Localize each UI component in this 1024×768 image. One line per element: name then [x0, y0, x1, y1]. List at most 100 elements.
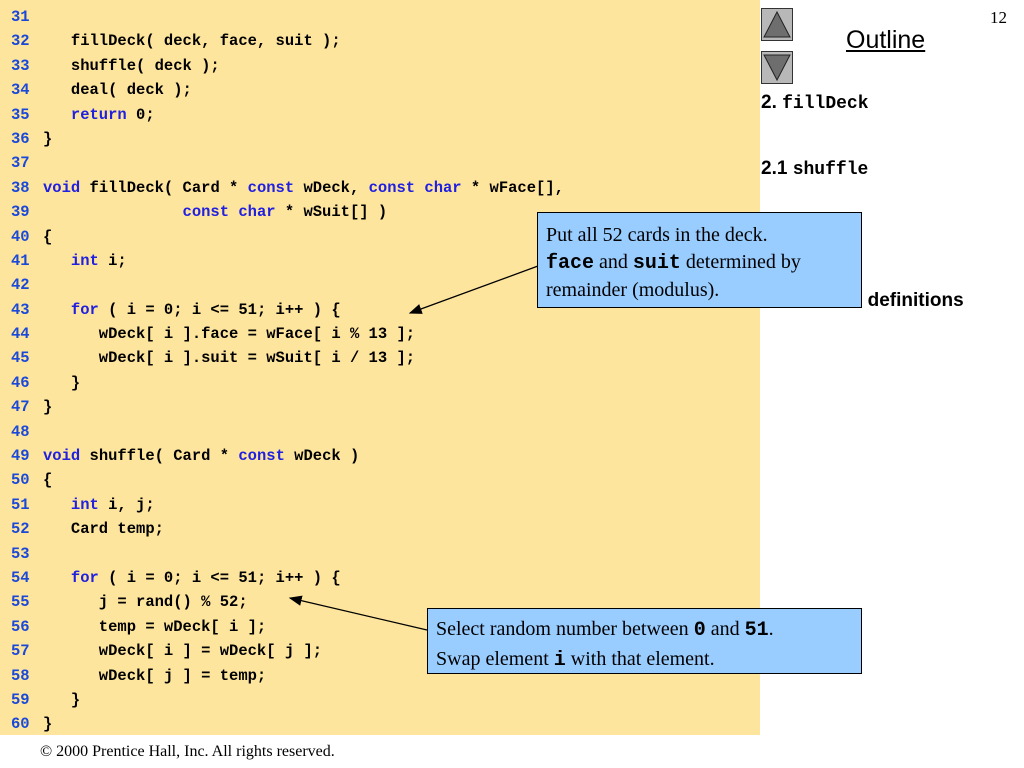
code-segment: wDeck[ j ] = temp; — [43, 666, 267, 685]
line-number: 51 — [11, 495, 30, 514]
code-text: { — [43, 228, 52, 246]
code-line: 58 wDeck[ j ] = temp; — [11, 664, 564, 688]
keyword: void — [43, 178, 81, 197]
line-number: 44 — [11, 325, 30, 344]
code-line: 55 j = rand() % 52; — [11, 590, 564, 614]
callout-text: . — [768, 618, 774, 640]
code-segment: } — [43, 715, 53, 734]
code-line: 36} — [11, 127, 564, 151]
line-number: 57 — [11, 642, 30, 661]
code-segment: fillDeck( Card * — [80, 178, 248, 197]
previous-slide-button[interactable] — [761, 8, 793, 41]
outline-item-shuffle: 2.1 shuffle — [761, 158, 868, 180]
code-line: 33 shuffle( deck ); — [11, 54, 564, 78]
line-number: 52 — [11, 520, 30, 539]
triangle-up-icon — [763, 10, 791, 38]
code-segment: * wSuit[] ) — [275, 203, 388, 222]
line-number: 54 — [11, 568, 30, 587]
line-number: 48 — [11, 422, 30, 441]
code-segment: shuffle( deck ); — [43, 56, 220, 75]
code-text: Card temp; — [43, 520, 164, 538]
keyword: for — [70, 300, 99, 319]
code-line: 44 wDeck[ i ].face = wFace[ i % 13 ]; — [11, 322, 564, 346]
code-line: 40 { — [11, 225, 564, 249]
line-number: 43 — [11, 300, 30, 319]
code-segment: { — [43, 227, 53, 246]
line-number: 33 — [11, 56, 30, 75]
line-number: 37 — [11, 154, 30, 173]
line-number: 41 — [11, 251, 30, 270]
arrow-to-line-43 — [408, 265, 539, 314]
code-segment: } — [43, 690, 81, 709]
outline-item-prefix: 2.1 — [761, 158, 793, 179]
code-segment: Card temp; — [43, 520, 164, 539]
code-line: 31 — [11, 5, 564, 29]
code-text: wDeck[ i ].suit = wSuit[ i / 13 ]; — [43, 349, 415, 367]
line-number: 60 — [11, 715, 30, 734]
line-number: 40 — [11, 227, 30, 246]
code-line: 53 — [11, 542, 564, 566]
code-line: 39 const char * wSuit[] ) — [11, 200, 564, 224]
code-segment: wDeck, — [294, 178, 369, 197]
outline-item-prefix: 2. — [761, 92, 783, 113]
line-number: 56 — [11, 617, 30, 636]
shuffle-callout: Select random number between 0 and 51. S… — [427, 608, 862, 674]
code-line: 56 temp = wDeck[ i ]; — [11, 615, 564, 639]
code-text: } — [43, 715, 52, 733]
line-number: 49 — [11, 447, 30, 466]
line-number: 42 — [11, 276, 30, 295]
line-number: 34 — [11, 81, 30, 100]
callout-text: with that element. — [565, 648, 715, 670]
code-text: for ( i = 0; i <= 51; i++ ) { — [43, 569, 341, 587]
code-fifty-one: 51 — [744, 619, 769, 642]
line-number: 38 — [11, 178, 30, 197]
code-line: 32 fillDeck( deck, face, suit ); — [11, 29, 564, 53]
triangle-down-icon — [763, 54, 791, 82]
callout-text: Swap element — [436, 648, 554, 670]
code-segment: wDeck[ i ].face = wFace[ i % 13 ]; — [43, 325, 416, 344]
code-line: 51 int i, j; — [11, 493, 564, 517]
keyword: const — [247, 178, 295, 197]
code-text: int i; — [43, 252, 127, 270]
code-text: wDeck[ j ] = temp; — [43, 667, 266, 685]
keyword: const char — [368, 178, 462, 197]
line-number: 46 — [11, 373, 30, 392]
code-suit: suit — [632, 252, 681, 275]
code-line: 45 wDeck[ i ].suit = wSuit[ i / 13 ]; — [11, 346, 564, 370]
line-number: 32 — [11, 32, 30, 51]
code-line: 41 int i; — [11, 249, 564, 273]
keyword: void — [43, 447, 81, 466]
code-text: return 0; — [43, 106, 155, 124]
code-line: 60} — [11, 712, 564, 736]
code-line: 59 } — [11, 688, 564, 712]
code-text: j = rand() % 52; — [43, 593, 248, 611]
line-number: 31 — [11, 8, 30, 26]
code-text: } — [43, 374, 80, 392]
code-line: 42 — [11, 273, 564, 297]
code-segment: } — [43, 373, 81, 392]
line-number: 47 — [11, 398, 30, 417]
code-segment: shuffle( Card * — [80, 447, 239, 466]
code-segment: j = rand() % 52; — [43, 593, 248, 612]
code-segment: ( i = 0; i <= 51; i++ ) { — [98, 300, 341, 319]
code-text: temp = wDeck[ i ]; — [43, 618, 266, 636]
code-segment: i; — [98, 251, 127, 270]
filldeck-callout: Put all 52 cards in the deck. face and s… — [537, 212, 862, 308]
keyword: const char — [182, 203, 276, 222]
code-segment: { — [43, 471, 53, 490]
line-number: 55 — [11, 593, 30, 612]
keyword: return — [70, 105, 127, 124]
code-segment: ( i = 0; i <= 51; i++ ) { — [98, 568, 341, 587]
line-number: 35 — [11, 105, 30, 124]
slide-number: 12 — [990, 8, 1007, 27]
code-text: const char * wSuit[] ) — [43, 203, 388, 222]
line-number: 39 — [11, 203, 30, 222]
line-number: 36 — [11, 129, 30, 148]
next-slide-button[interactable] — [761, 51, 793, 84]
code-segment: } — [43, 398, 53, 417]
code-segment: * wFace[], — [461, 178, 564, 197]
code-line: 34 deal( deck ); — [11, 78, 564, 102]
